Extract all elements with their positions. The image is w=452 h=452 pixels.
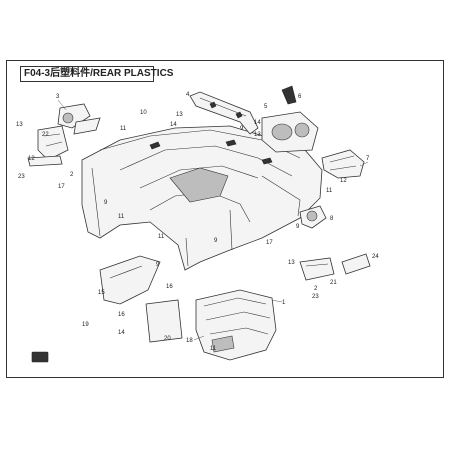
callout-14b: 14 xyxy=(254,120,261,126)
right-light-housing xyxy=(261,85,319,153)
callout-9c: 9 xyxy=(104,200,108,206)
callout-9e: 9 xyxy=(156,262,160,268)
left-inner-panel xyxy=(145,299,183,343)
callout-22: 22 xyxy=(42,132,49,138)
callout-20: 20 xyxy=(164,336,171,342)
callout-11: 11 xyxy=(120,126,127,132)
callout-10: 10 xyxy=(140,110,147,116)
callout-1: 1 xyxy=(282,300,286,306)
callout-11d: 11 xyxy=(158,234,165,240)
callout-23: 23 xyxy=(18,174,25,180)
callout-23b: 23 xyxy=(312,294,319,300)
callout-2b: 2 xyxy=(314,286,318,292)
side-marker-light xyxy=(299,205,327,229)
callout-9: 9 xyxy=(240,126,244,132)
license-bracket xyxy=(299,253,371,281)
callout-13b: 13 xyxy=(176,112,183,118)
callout-16b: 16 xyxy=(118,312,125,318)
tail-light-assembly xyxy=(27,103,101,167)
callout-4: 4 xyxy=(186,92,190,98)
callout-18: 18 xyxy=(186,338,193,344)
callout-11e: 11 xyxy=(210,346,217,352)
callout-17b: 17 xyxy=(266,240,273,246)
callout-21: 21 xyxy=(330,280,337,286)
callout-13d: 13 xyxy=(288,260,295,266)
callout-8: 8 xyxy=(330,216,334,222)
rear-inner-tray xyxy=(195,289,277,361)
callout-14: 14 xyxy=(170,122,177,128)
left-mud-flap xyxy=(99,255,161,305)
callout-11c: 11 xyxy=(118,214,125,220)
callout-2: 2 xyxy=(70,172,74,178)
callout-15: 15 xyxy=(98,290,105,296)
callout-9b: 9 xyxy=(296,224,300,230)
brand-logo-mark xyxy=(31,351,49,363)
diagram-frame xyxy=(6,60,444,378)
callout-17: 17 xyxy=(58,184,65,190)
diagram-title: F04-3后塑料件/REAR PLASTICS xyxy=(20,66,173,82)
callout-13: 13 xyxy=(16,122,23,128)
callout-11b: 11 xyxy=(326,188,333,194)
callout-5: 5 xyxy=(264,104,268,110)
callout-6: 6 xyxy=(298,94,302,100)
rear-fender-body xyxy=(81,125,323,271)
right-side-panel xyxy=(321,149,365,179)
callout-12: 12 xyxy=(28,156,35,162)
callout-16: 16 xyxy=(166,284,173,290)
callout-19: 19 xyxy=(82,322,89,328)
callout-12b: 12 xyxy=(340,178,347,184)
rear-grab-bracket xyxy=(189,91,259,135)
callout-3: 3 xyxy=(56,94,60,100)
callout-14c: 14 xyxy=(118,330,125,336)
callout-7: 7 xyxy=(366,156,370,162)
callout-9d: 9 xyxy=(214,238,218,244)
callout-labels: 3 13 22 12 23 2 17 10 11 4 13 14 9 5 14 … xyxy=(16,92,379,352)
callout-13c: 13 xyxy=(254,132,261,138)
callout-24: 24 xyxy=(372,254,379,260)
